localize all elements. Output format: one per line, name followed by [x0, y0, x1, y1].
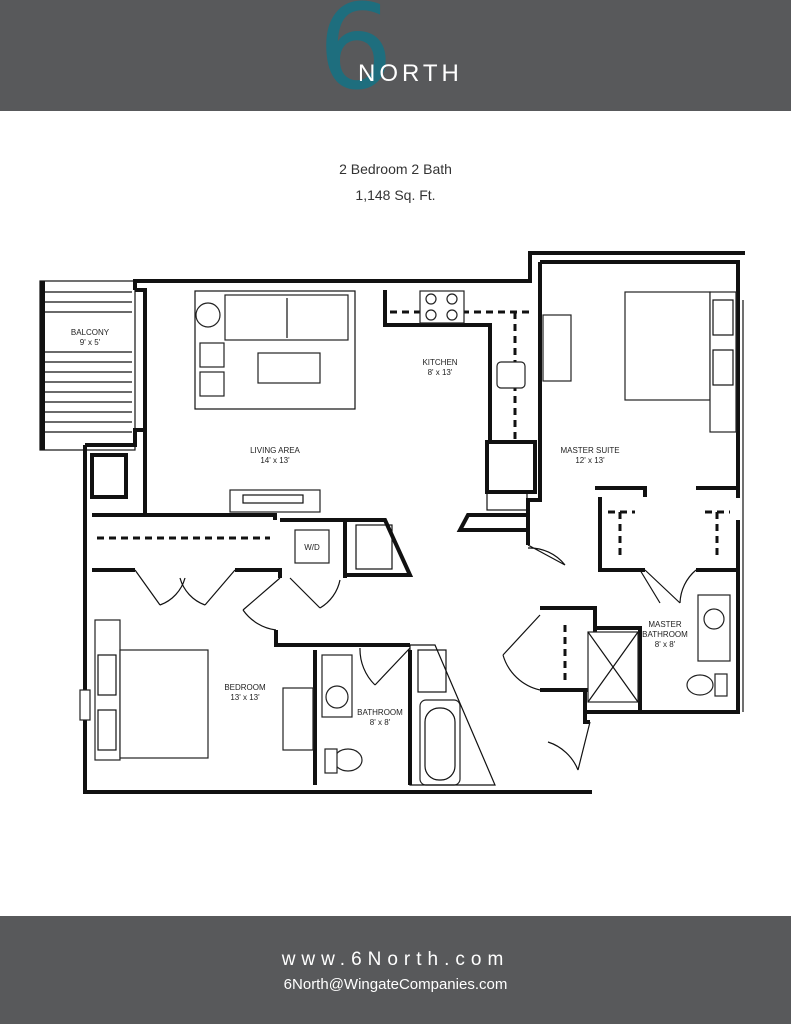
master-toilet [686, 674, 714, 696]
header-bar [0, 0, 791, 111]
unit-area: 1,148 Sq. Ft. [355, 187, 436, 203]
bathroom-size: 8' x 8' [370, 718, 391, 727]
kitchen-size: 8' x 13' [428, 368, 453, 377]
toilet [333, 748, 363, 772]
logo-wordmark: NORTH [358, 60, 463, 87]
balcony-size: 9' x 5' [80, 338, 101, 347]
website-link[interactable]: www.6North.com [281, 949, 510, 970]
email-link[interactable]: 6North@WingateCompanies.com [283, 976, 508, 993]
master-suite-name: MASTER SUITE [560, 446, 619, 455]
bathroom-name: BATHROOM [357, 708, 403, 717]
bed [119, 649, 209, 759]
master-bath-size: 8' x 8' [655, 640, 676, 649]
living-furniture [90, 290, 356, 513]
kitchen [383, 290, 537, 532]
living-size: 14' x 13' [260, 456, 290, 465]
laundry [294, 518, 414, 577]
balcony-railing [44, 291, 132, 433]
doors [134, 544, 697, 771]
master-bath-name: MASTER [648, 620, 682, 629]
kitchen-name: KITCHEN [422, 358, 457, 367]
master-furniture [542, 291, 737, 433]
master-bath-name2: BATHROOM [642, 630, 688, 639]
bedroom-name: BEDROOM [224, 683, 266, 692]
area-rug [194, 290, 356, 410]
washer-dryer [294, 529, 330, 564]
master-bath-fixtures [587, 594, 731, 703]
desk [282, 687, 314, 751]
closets [97, 510, 730, 685]
footer-bar [0, 916, 791, 1024]
balcony-name: BALCONY [71, 328, 110, 337]
master-bed [624, 291, 711, 401]
living-name: LIVING AREA [250, 446, 300, 455]
master-suite-size: 12' x 13' [575, 456, 605, 465]
bedroom-size: 13' x 13' [230, 693, 260, 702]
refrigerator [485, 440, 537, 494]
kitchen-sink [496, 361, 526, 389]
wd-label: W/D [304, 543, 320, 552]
bathroom-fixtures [321, 644, 496, 786]
island-counter [456, 513, 530, 532]
balcony [39, 280, 136, 451]
bedroom-furniture [79, 619, 314, 761]
coffee-table [257, 352, 321, 384]
unit-type: 2 Bedroom 2 Bath [339, 161, 452, 177]
logo-number: 6 [318, 0, 394, 116]
dresser [542, 314, 572, 382]
fireplace [90, 453, 128, 499]
